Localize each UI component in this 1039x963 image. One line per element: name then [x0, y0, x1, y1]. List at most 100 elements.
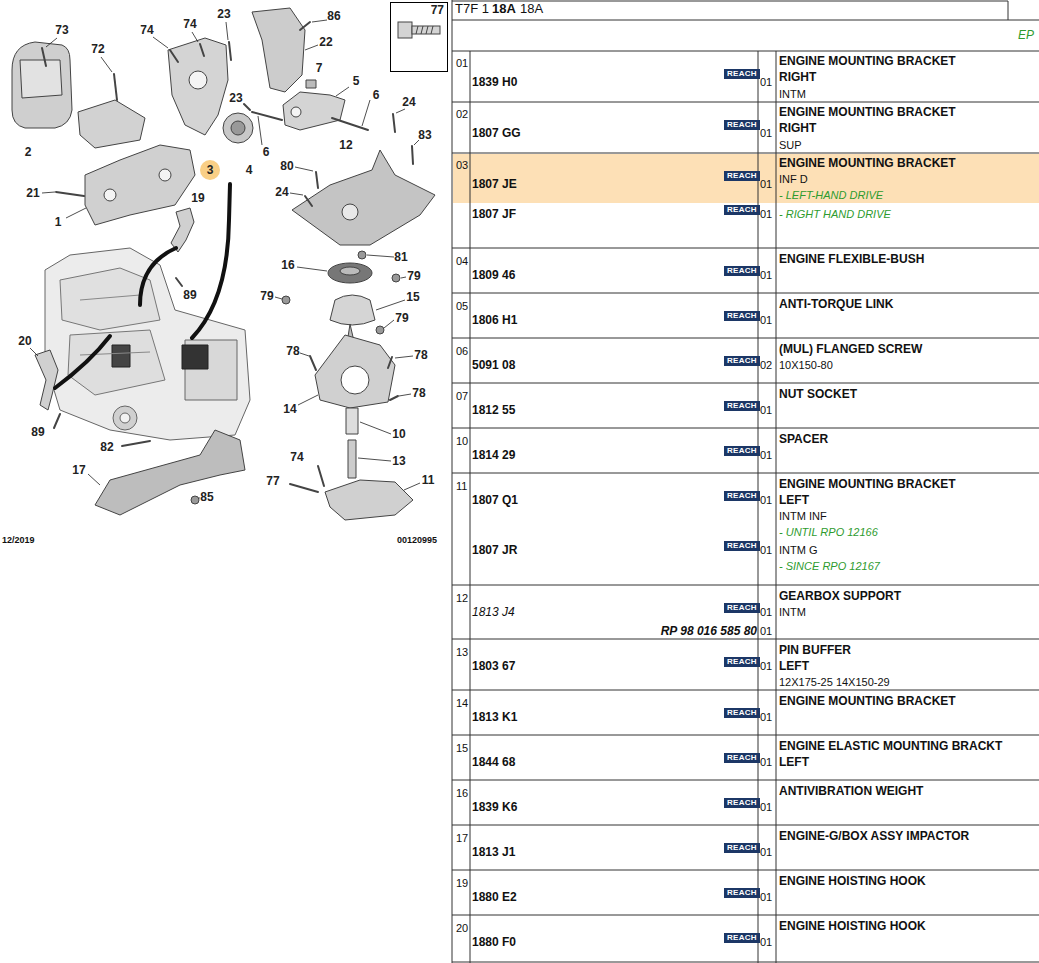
reach-badge: REACH	[724, 69, 760, 79]
quantity: 01	[760, 890, 772, 904]
callout-number: 86	[327, 10, 340, 23]
row-number: 13	[456, 645, 468, 659]
reach-badge: REACH	[724, 266, 760, 276]
callout-number: 83	[418, 129, 431, 142]
drawing-reference: 00120995	[397, 533, 437, 547]
row-number: 07	[456, 389, 468, 403]
description: GEARBOX SUPPORT	[779, 589, 901, 603]
reach-badge: REACH	[724, 753, 760, 763]
quantity: 01	[760, 659, 772, 673]
description-detail: 12X175-25 14X150-29	[779, 675, 890, 689]
callout-number: 82	[100, 441, 113, 454]
quantity: 01	[760, 935, 772, 949]
callout-number: 12	[339, 139, 352, 152]
part-number: 1880 E2	[472, 890, 517, 904]
reach-badge: REACH	[724, 205, 760, 215]
application-note: - SINCE RPO 12167	[779, 559, 880, 573]
row-number: 17	[456, 831, 468, 845]
part-number: 1807 JR	[472, 543, 517, 557]
callout-number: 23	[217, 8, 230, 21]
callout-number: 20	[18, 335, 31, 348]
description: ENGINE MOUNTING BRACKET	[779, 477, 956, 491]
callout-number: 6	[373, 89, 380, 102]
reach-badge: REACH	[724, 657, 760, 667]
part-number: 1807 JE	[472, 177, 517, 191]
callout-number: 4	[246, 164, 253, 177]
quantity: 01	[760, 845, 772, 859]
description-detail: INTM G	[779, 543, 818, 557]
callout-number: 78	[286, 345, 299, 358]
reach-badge: REACH	[724, 491, 760, 501]
part-number: 1839 K6	[472, 800, 517, 814]
callout-number: 7	[316, 62, 323, 75]
row-number: 15	[456, 741, 468, 755]
row-number: 12	[456, 591, 468, 605]
callout-number: 3	[207, 164, 214, 177]
description: ANTIVIBRATION WEIGHT	[779, 784, 923, 798]
part-number: 1813 K1	[472, 710, 517, 724]
row-number: 06	[456, 344, 468, 358]
callout-number: 80	[280, 160, 293, 173]
quantity: 01	[760, 710, 772, 724]
table-header: 18A	[520, 2, 543, 16]
drawing-reference: 12/2019	[2, 533, 35, 547]
callout-number: 73	[55, 24, 68, 37]
reach-badge: REACH	[724, 708, 760, 718]
callout-number: 72	[91, 43, 104, 56]
callout-number: 24	[275, 186, 288, 199]
quantity: 01	[760, 624, 772, 638]
callout-number: 77	[431, 4, 444, 17]
quantity: 01	[760, 605, 772, 619]
reach-badge: REACH	[724, 311, 760, 321]
description: RIGHT	[779, 70, 816, 84]
description: ENGINE MOUNTING BRACKET	[779, 54, 956, 68]
callout-highlight	[200, 160, 220, 180]
row-number: 02	[456, 107, 468, 121]
reach-badge: REACH	[724, 798, 760, 808]
quantity: 01	[760, 75, 772, 89]
row-number: 01	[456, 56, 468, 70]
row-number: 03	[456, 158, 468, 172]
callout-number: 79	[395, 312, 408, 325]
description: SPACER	[779, 432, 828, 446]
description-detail: INTM INF	[779, 509, 827, 523]
part-number: 1813 J4	[472, 605, 515, 619]
description-detail: INTM	[779, 605, 806, 619]
description: ENGINE MOUNTING BRACKET	[779, 156, 956, 170]
row-number: 10	[456, 434, 468, 448]
callout-number: 23	[229, 92, 242, 105]
callout-number: 81	[394, 251, 407, 264]
callout-number: 19	[191, 192, 204, 205]
table-header: T7F 1	[455, 2, 489, 16]
part-number: 5091 08	[472, 358, 515, 372]
reach-badge: REACH	[724, 541, 760, 551]
description-detail: INTM	[779, 87, 806, 101]
row-number: 19	[456, 876, 468, 890]
callout-number: 89	[183, 289, 196, 302]
quantity: 01	[760, 543, 772, 557]
description: LEFT	[779, 659, 809, 673]
part-number: 1806 H1	[472, 313, 517, 327]
callout-number: 16	[281, 259, 294, 272]
description: ENGINE ELASTIC MOUNTING BRACKT	[779, 739, 1002, 753]
part-number: 1807 Q1	[472, 493, 518, 507]
part-number: 1814 29	[472, 448, 515, 462]
callout-number: 74	[290, 451, 303, 464]
quantity: 01	[760, 268, 772, 282]
quantity: 01	[760, 403, 772, 417]
callout-number: 17	[72, 464, 85, 477]
row-number: 20	[456, 921, 468, 935]
reach-badge: REACH	[724, 401, 760, 411]
row-number: 05	[456, 299, 468, 313]
part-number: 1813 J1	[472, 845, 515, 859]
quantity: 01	[760, 493, 772, 507]
part-number: 1880 F0	[472, 935, 516, 949]
reach-badge: REACH	[724, 888, 760, 898]
quantity: 01	[760, 755, 772, 769]
callout-number: 1	[55, 216, 62, 229]
description: ANTI-TORQUE LINK	[779, 297, 893, 311]
description: PIN BUFFER	[779, 643, 851, 657]
callout-number: 85	[200, 491, 213, 504]
row-number: 14	[456, 696, 468, 710]
